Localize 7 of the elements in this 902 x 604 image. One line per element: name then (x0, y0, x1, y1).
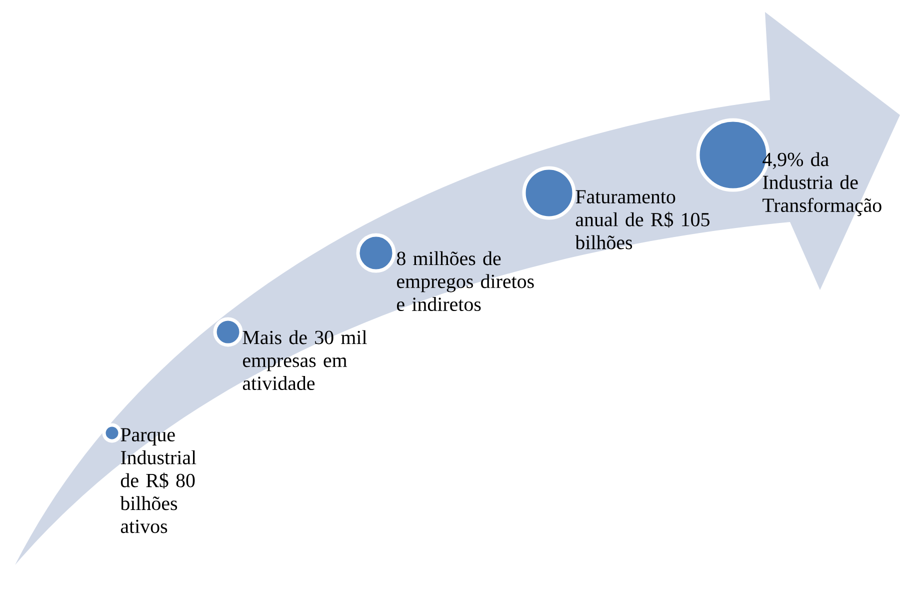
circle-marker (102, 423, 122, 443)
circle-marker (522, 166, 576, 220)
milestone-text: Mais de 30 mil empresas em atividade (242, 330, 367, 390)
milestone-text: 8 milhões de empregos diretos e indiretos (396, 251, 534, 312)
milestone-text: Parque Industrial de R$ 80 bilhões ativos (120, 428, 196, 534)
circle-marker (213, 317, 243, 347)
milestone-text: Faturamento anual de R$ 105 bilhões (575, 190, 710, 250)
